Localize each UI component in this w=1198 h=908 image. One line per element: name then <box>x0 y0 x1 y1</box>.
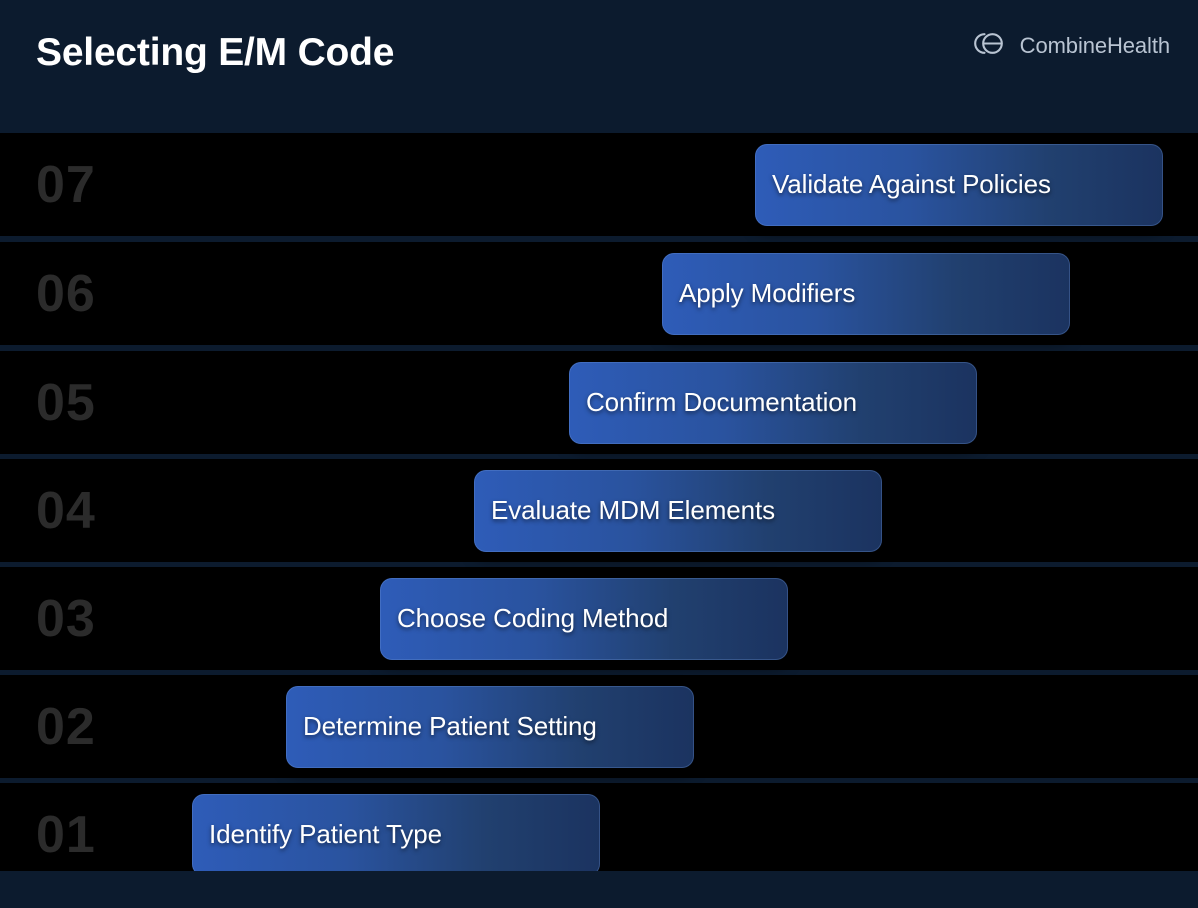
chart-row: 05 Confirm Documentation <box>0 351 1198 454</box>
step-bar[interactable]: Choose Coding Method <box>380 577 788 660</box>
step-bar[interactable]: Confirm Documentation <box>569 361 977 444</box>
staircase-chart: 07 Validate Against Policies 06 Apply Mo… <box>0 133 1198 908</box>
step-bar-label: Apply Modifiers <box>679 278 856 308</box>
footer-band <box>0 871 1198 908</box>
chart-row: 07 Validate Against Policies <box>0 133 1198 236</box>
step-bar-label: Identify Patient Type <box>209 819 443 849</box>
chart-row: 06 Apply Modifiers <box>0 242 1198 345</box>
brand-name: CombineHealth <box>1019 33 1170 58</box>
chart-row: 03 Choose Coding Method <box>0 567 1198 670</box>
step-bar-label: Determine Patient Setting <box>303 711 597 741</box>
step-number: 03 <box>36 589 96 648</box>
step-number: 06 <box>36 264 96 323</box>
step-bar[interactable]: Evaluate MDM Elements <box>474 469 882 552</box>
step-number: 05 <box>36 373 96 432</box>
combinehealth-monogram-icon <box>965 30 1007 62</box>
step-bar-label: Confirm Documentation <box>586 387 858 417</box>
step-number: 01 <box>36 805 96 864</box>
page-title: Selecting E/M Code <box>36 31 395 74</box>
step-number: 04 <box>36 481 96 540</box>
chart-row: 04 Evaluate MDM Elements <box>0 459 1198 562</box>
brand-lockup: CombineHealth <box>965 30 1170 62</box>
step-bar-label: Validate Against Policies <box>772 169 1051 199</box>
step-number: 02 <box>36 697 96 756</box>
step-bar[interactable]: Determine Patient Setting <box>286 685 694 768</box>
slide-header: Selecting E/M Code CombineHealth <box>0 0 1198 133</box>
chart-row: 01 Identify Patient Type <box>0 783 1198 886</box>
step-bar-label: Choose Coding Method <box>397 603 669 633</box>
chart-row: 02 Determine Patient Setting <box>0 675 1198 778</box>
step-bar[interactable]: Identify Patient Type <box>192 793 600 876</box>
step-bar[interactable]: Apply Modifiers <box>662 252 1070 335</box>
step-bar[interactable]: Validate Against Policies <box>755 143 1163 226</box>
step-number: 07 <box>36 155 96 214</box>
step-bar-label: Evaluate MDM Elements <box>491 495 776 525</box>
